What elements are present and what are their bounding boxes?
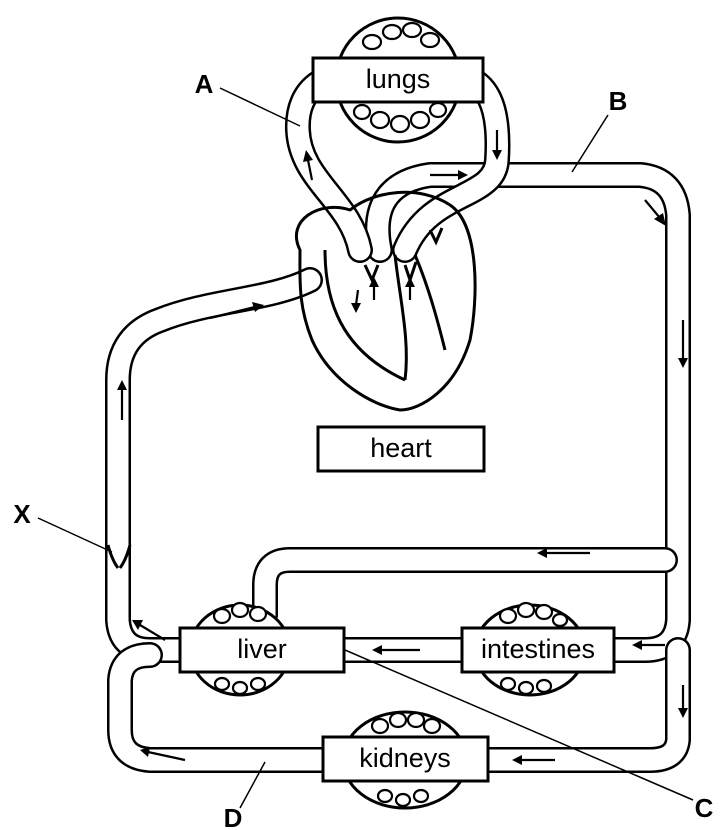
label-x: X [13,499,31,529]
intestines-label-box: intestines [462,628,614,672]
kidneys-label: kidneys [359,743,451,773]
liver-label: liver [237,634,287,664]
label-d: D [224,803,243,830]
label-x-group: X [13,499,112,552]
label-c: C [695,793,714,823]
kidneys-label-box: kidneys [323,737,488,781]
label-a: A [195,69,214,99]
intestines-label: intestines [481,634,595,664]
lungs-label: lungs [366,64,431,94]
label-b: B [609,86,628,116]
heart-label: heart [370,433,432,463]
label-a-group: A [195,69,300,126]
liver-label-box: liver [180,628,344,672]
heart-label-box: heart [318,427,484,471]
label-b-group: B [572,86,627,172]
lungs-label-box: lungs [313,58,483,102]
